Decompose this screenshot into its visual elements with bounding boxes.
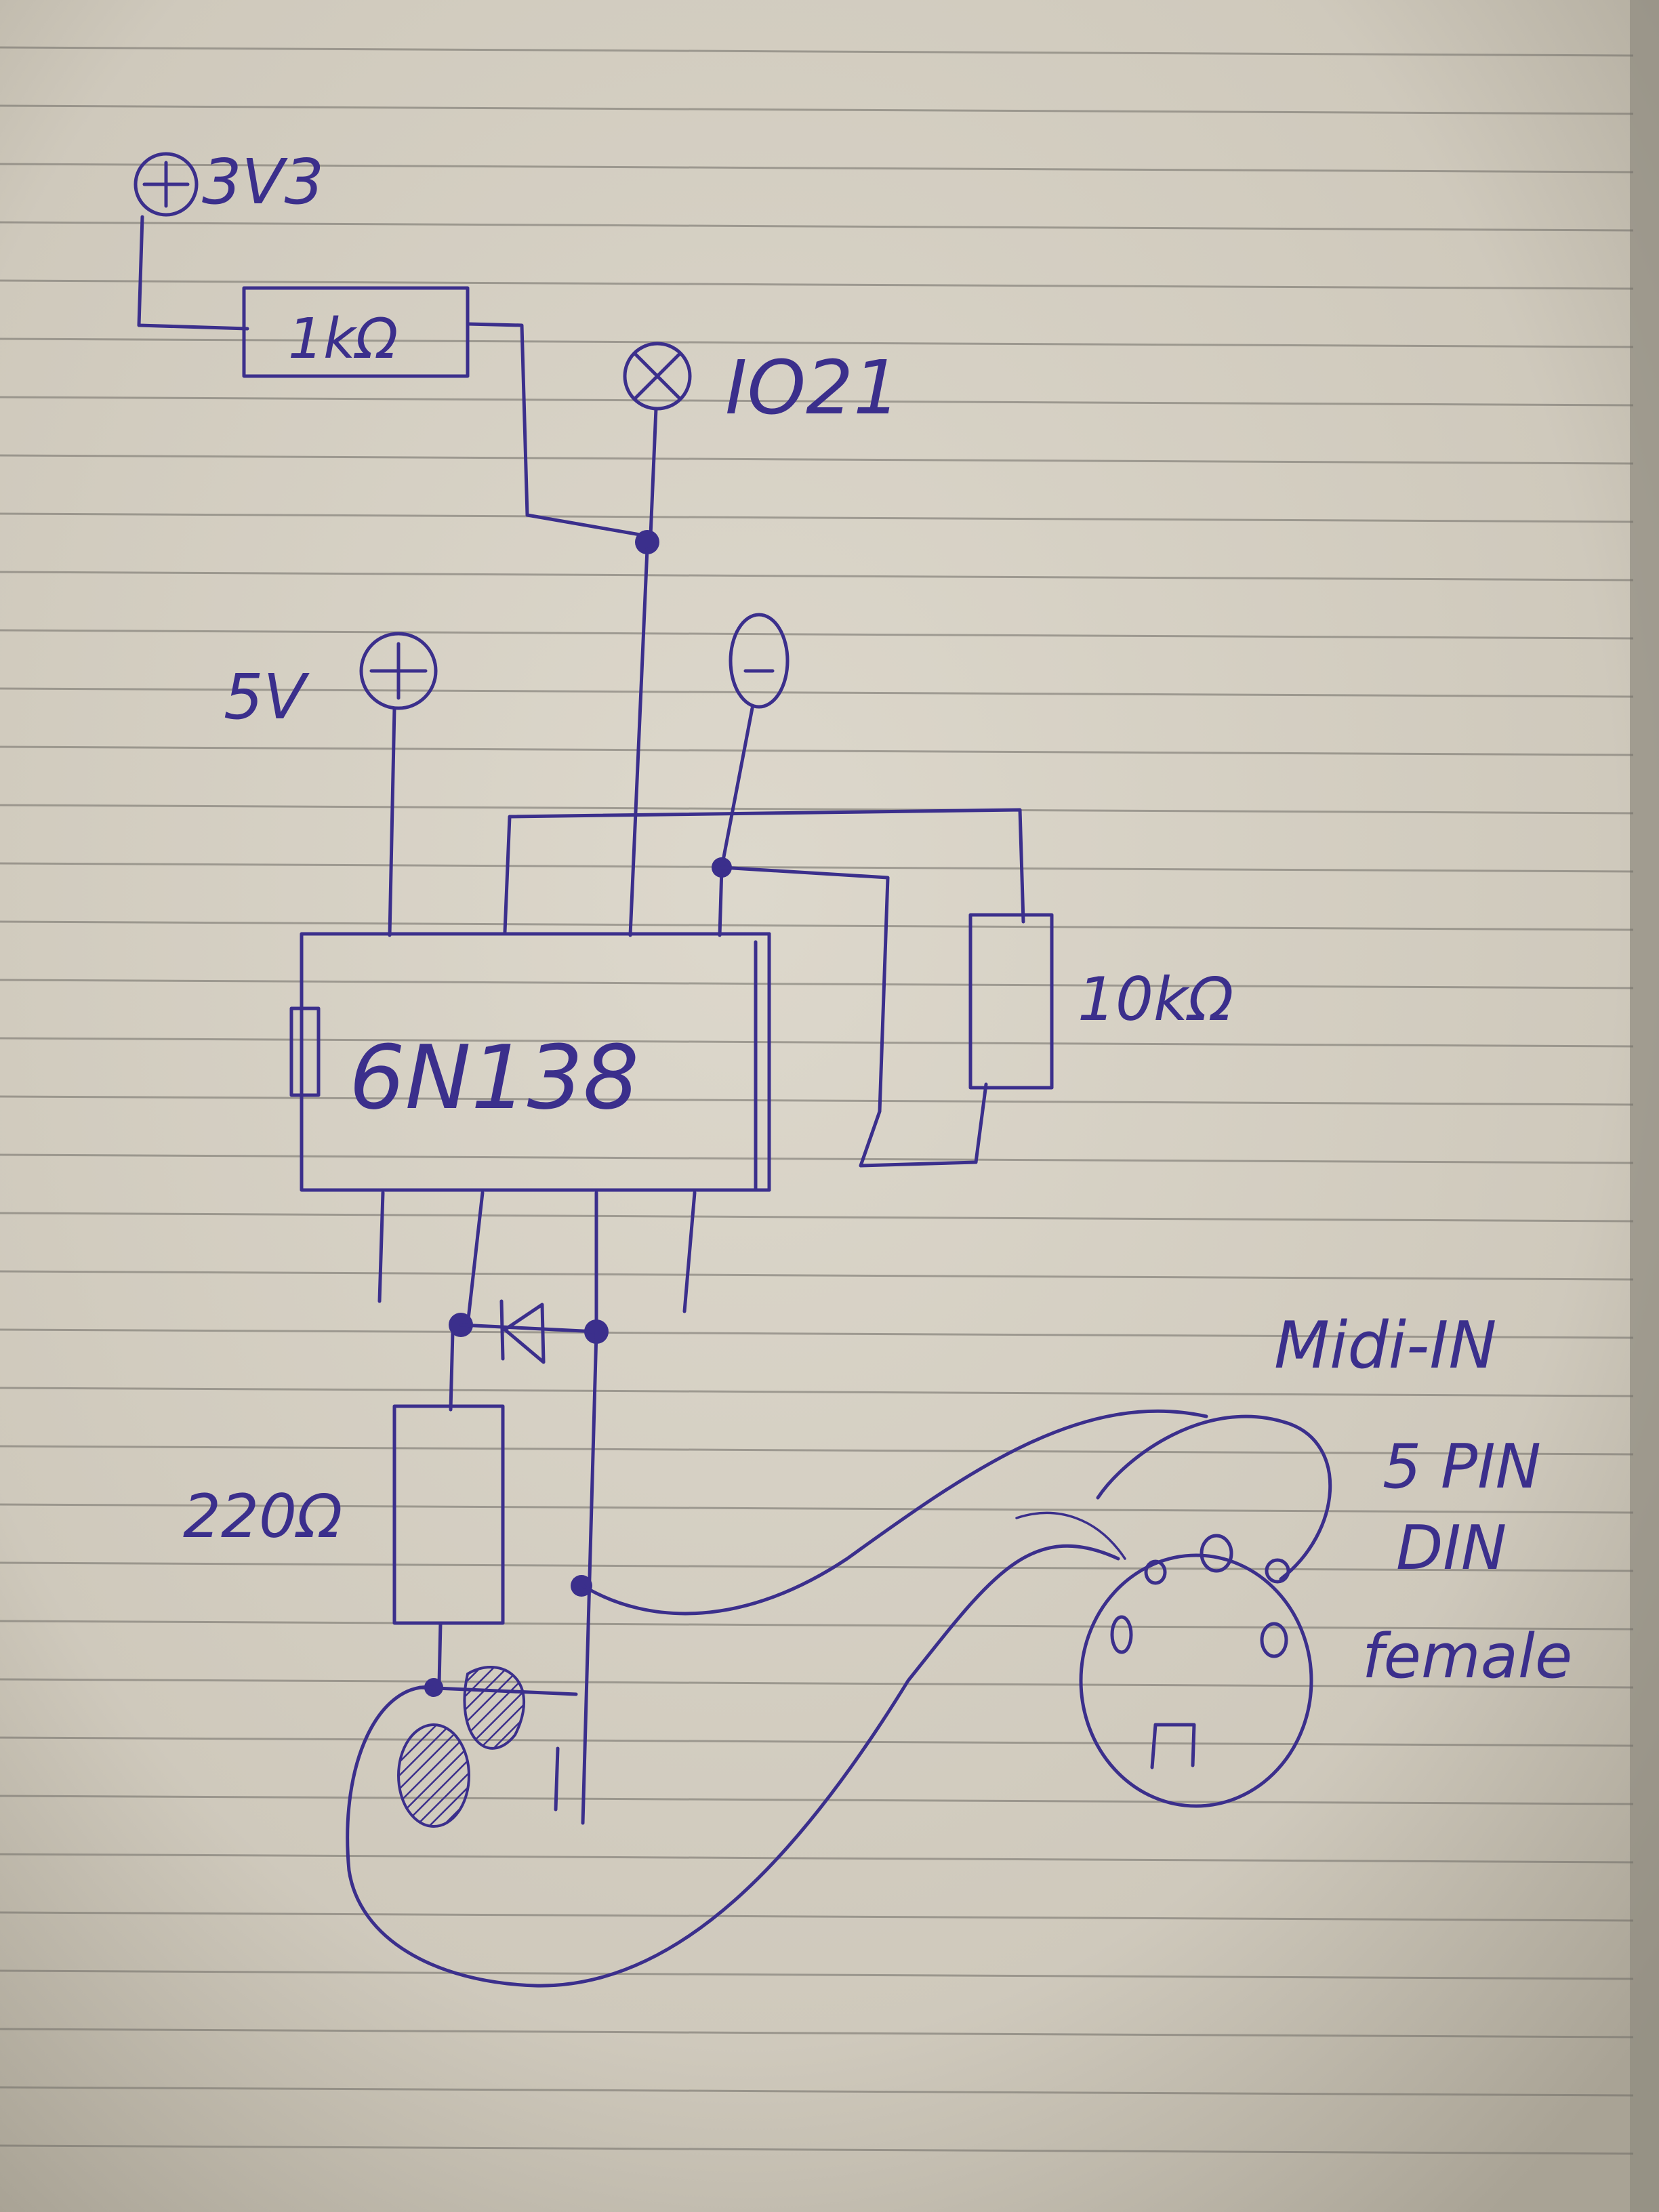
ruled-line bbox=[0, 1620, 1634, 1631]
plus-3v3-terminal bbox=[134, 152, 199, 217]
label-din: DIN bbox=[1396, 1513, 1507, 1584]
ruled-line bbox=[0, 512, 1634, 523]
wire-minus-to-10k bbox=[720, 865, 988, 1168]
label-3v3: 3V3 bbox=[202, 146, 324, 218]
ruled-line bbox=[0, 1795, 1634, 1805]
ruled-line bbox=[0, 2086, 1634, 2097]
ruled-line bbox=[0, 1037, 1634, 1048]
junction-io21 bbox=[635, 530, 659, 554]
ruled-line bbox=[0, 1387, 1634, 1397]
ruled-line bbox=[0, 2028, 1634, 2039]
label-female: female bbox=[1362, 1621, 1572, 1692]
ruled-line bbox=[0, 1853, 1634, 1864]
scribble-erased bbox=[397, 1666, 578, 1828]
ruled-line bbox=[0, 1270, 1634, 1281]
ruled-line bbox=[0, 862, 1634, 873]
din-connector bbox=[1079, 1534, 1313, 1808]
ruled-line bbox=[0, 104, 1634, 115]
ruled-line bbox=[0, 1445, 1634, 1456]
wire-minus-down bbox=[720, 706, 754, 869]
label-io21: IO21 bbox=[725, 344, 901, 431]
resistor-220 bbox=[392, 1404, 505, 1625]
label-220: 220Ω bbox=[183, 1481, 342, 1551]
plus-5v-terminal bbox=[359, 632, 438, 710]
ruled-line bbox=[0, 1153, 1634, 1164]
label-5v: 5V bbox=[224, 661, 310, 733]
wire-5v-to-chip bbox=[388, 706, 396, 937]
ruled-line bbox=[0, 571, 1634, 581]
ruled-line bbox=[0, 1678, 1634, 1689]
wire-top-loop bbox=[503, 808, 1025, 934]
label-10k: 10kΩ bbox=[1078, 964, 1233, 1034]
page-edge-shadow bbox=[1630, 0, 1659, 2212]
ruled-line bbox=[0, 46, 1634, 57]
ruled-line bbox=[0, 745, 1634, 756]
ruled-line bbox=[0, 1911, 1634, 1922]
ruled-line bbox=[0, 920, 1634, 931]
wire-3v3-to-1k bbox=[137, 215, 249, 331]
ruled-line bbox=[0, 163, 1634, 173]
wire-1k-to-junction bbox=[466, 322, 646, 537]
wire-right-vertical bbox=[581, 1330, 598, 1825]
ruled-lines bbox=[0, 46, 1634, 2155]
label-6n138: 6N138 bbox=[349, 1026, 639, 1129]
ruled-line bbox=[0, 1736, 1634, 1747]
wire-diode-to-220 bbox=[449, 1330, 455, 1412]
ruled-line bbox=[0, 1503, 1634, 1514]
pin-bottom-2 bbox=[466, 1191, 485, 1327]
minus-terminal bbox=[729, 613, 790, 709]
ruled-line bbox=[0, 2144, 1634, 2155]
ruled-line bbox=[0, 804, 1634, 815]
resistor-1k bbox=[242, 286, 470, 378]
wire-junction-to-chip bbox=[628, 547, 649, 937]
ruled-line bbox=[0, 1561, 1634, 1572]
diode bbox=[499, 1299, 546, 1364]
label-1k: 1kΩ bbox=[288, 307, 398, 371]
ruled-line bbox=[0, 279, 1634, 290]
ruled-line bbox=[0, 1328, 1634, 1339]
wire-lower-to-din bbox=[581, 1409, 1208, 1616]
ruled-line bbox=[0, 979, 1634, 989]
wire-din-top bbox=[1096, 1414, 1332, 1581]
ruled-line bbox=[0, 1095, 1634, 1106]
ruled-line bbox=[0, 687, 1634, 698]
wire-io21-to-junction bbox=[649, 407, 658, 537]
wire-loop-outer bbox=[346, 1544, 1120, 1988]
ruled-line bbox=[0, 1212, 1634, 1223]
optocoupler-6n138: 6N138 bbox=[289, 932, 771, 1192]
ruled-line bbox=[0, 221, 1634, 232]
pin-bottom-4 bbox=[682, 1191, 697, 1313]
pin-bottom-1 bbox=[377, 1191, 385, 1303]
label-5pin: 5 PIN bbox=[1382, 1431, 1541, 1502]
ruled-line bbox=[0, 1969, 1634, 1980]
ruled-line bbox=[0, 396, 1634, 407]
ruled-line bbox=[0, 454, 1634, 465]
label-midi-in: Midi-IN bbox=[1274, 1309, 1496, 1383]
ruled-line bbox=[0, 629, 1634, 640]
resistor-10k bbox=[968, 913, 1054, 1090]
ruled-line bbox=[0, 337, 1634, 348]
